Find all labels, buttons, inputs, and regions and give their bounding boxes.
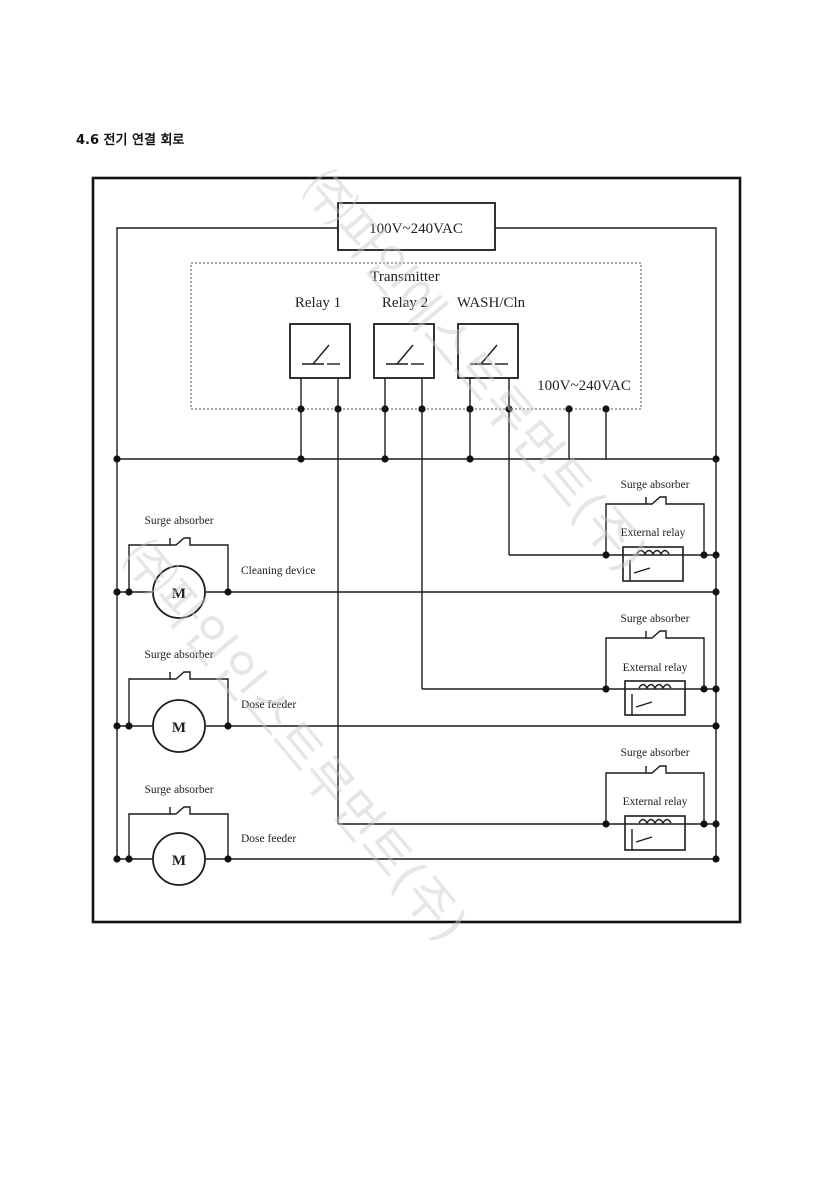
external-relay-box (624, 815, 686, 851)
motor-label: M (172, 586, 186, 602)
diagram-frame (91, 176, 742, 924)
motor-circle (152, 699, 206, 753)
transmitter-box (190, 262, 642, 410)
relay2-contact (373, 323, 435, 379)
main-wire-right (495, 227, 717, 859)
watermark-text-2: ㈜파인인스트루먼트(주) (111, 530, 479, 953)
transmitter-label: Transmitter (370, 269, 439, 285)
section-title: 4.6 전기 연결 회로 (76, 133, 185, 148)
device-label: Cleaning device (241, 565, 315, 577)
power-supply-label: 100V~240VAC (369, 221, 463, 237)
external-relay-label: External relay (623, 662, 688, 674)
device-label: Dose feeder (241, 833, 296, 845)
ext-surge-absorber-label: Surge absorber (620, 747, 689, 759)
external-relay-label: External relay (621, 527, 686, 539)
external-relay-box (622, 546, 684, 582)
external-relay-box (624, 680, 686, 716)
wash-label: WASH/Cln (457, 295, 526, 311)
ext-surge-absorber-label: Surge absorber (620, 479, 689, 491)
motor-circle (152, 565, 206, 619)
motor-label: M (172, 720, 186, 736)
surge-absorber-label: Surge absorber (144, 784, 213, 796)
motor-circle (152, 832, 206, 886)
transmitter-power-label: 100V~240VAC (537, 378, 631, 394)
external-relay-label: External relay (623, 796, 688, 808)
watermark: ㈜파인에스트루먼트(주) ㈜파인인스트루먼트(주) (111, 160, 659, 953)
branch-cleaning-device: Surge absorber M Cleaning device Surge a… (113, 479, 720, 619)
ext-surge-absorber-label: Surge absorber (620, 613, 689, 625)
surge-absorber-label: Surge absorber (144, 649, 213, 661)
relay1-label: Relay 1 (295, 295, 341, 311)
motor-label: M (172, 853, 186, 869)
device-label: Dose feeder (241, 699, 296, 711)
wash-contact (457, 323, 519, 379)
power-supply-box (337, 202, 496, 251)
branch-dose-feeder-1: Surge absorber M Dose feeder Surge absor… (113, 613, 720, 753)
surge-absorber-label: Surge absorber (144, 515, 213, 527)
branch-dose-feeder-2: Surge absorber M Dose feeder Surge absor… (113, 747, 720, 886)
relay1-contact (289, 323, 351, 379)
main-wire-left (116, 227, 338, 859)
bus-junctions (113, 455, 720, 463)
relay2-label: Relay 2 (382, 295, 428, 311)
watermark-text-1: ㈜파인에스트루먼트(주) (291, 160, 659, 583)
